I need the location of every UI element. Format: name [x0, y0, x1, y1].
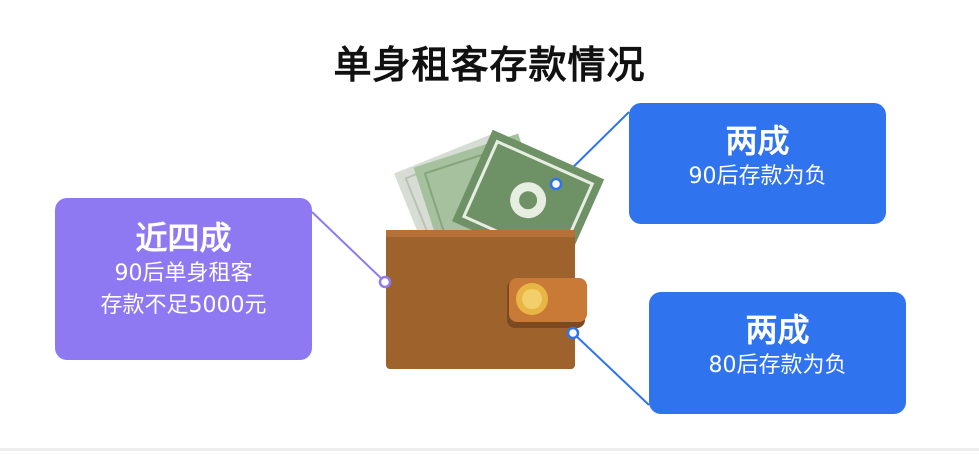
callout-top-right: 两成 90后存款为负 — [629, 103, 886, 224]
connector-dot-bottom-right — [566, 326, 580, 340]
callout-left-headline: 近四成 — [135, 219, 232, 257]
callout-top-right-line-1: 90后存款为负 — [688, 164, 827, 189]
callout-bottom-right-line-1: 80后存款为负 — [708, 353, 847, 378]
callout-left-line-2: 存款不足5000元 — [100, 293, 267, 318]
callout-left: 近四成 90后单身租客 存款不足5000元 — [55, 198, 312, 360]
callout-bottom-right-headline: 两成 — [745, 311, 810, 349]
connector-dot-left — [378, 275, 392, 289]
connector-line-left — [311, 211, 386, 283]
connector-line-bottom-right — [572, 332, 650, 406]
bottom-divider — [0, 448, 979, 451]
callout-top-right-headline: 两成 — [725, 122, 790, 160]
wallet-with-cash-icon — [386, 129, 605, 369]
callout-left-line-1: 90后单身租客 — [114, 261, 253, 286]
connector-dot-top-right — [549, 177, 563, 191]
page-title: 单身租客存款情况 — [333, 43, 646, 87]
callout-bottom-right: 两成 80后存款为负 — [649, 292, 906, 414]
